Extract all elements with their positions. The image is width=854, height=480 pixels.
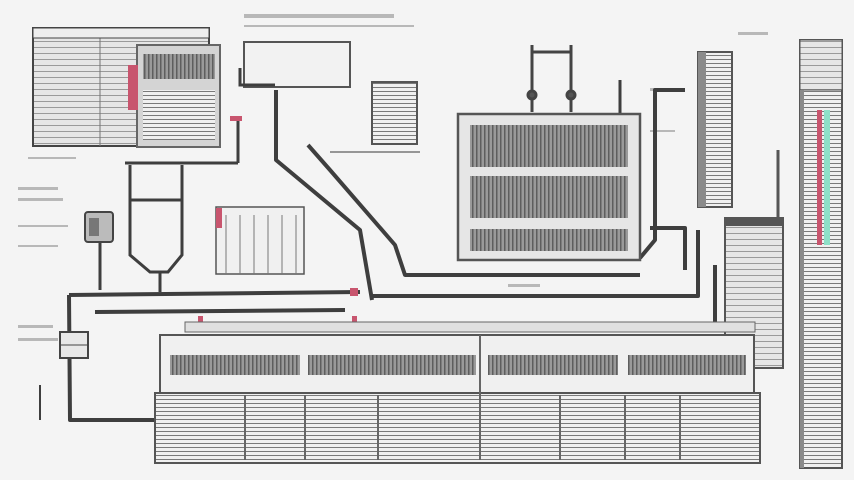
red-markers bbox=[198, 116, 358, 326]
header-box bbox=[238, 41, 420, 153]
tall-column bbox=[697, 51, 733, 208]
main-unit bbox=[154, 321, 761, 464]
gauge-tower bbox=[799, 39, 843, 469]
sub-panel bbox=[215, 206, 305, 275]
valve bbox=[59, 331, 89, 359]
air-handler-top bbox=[128, 44, 221, 148]
valve-assembly bbox=[526, 45, 577, 112]
heat-exchanger bbox=[456, 45, 642, 262]
pump bbox=[84, 211, 114, 243]
hopper bbox=[125, 120, 240, 292]
